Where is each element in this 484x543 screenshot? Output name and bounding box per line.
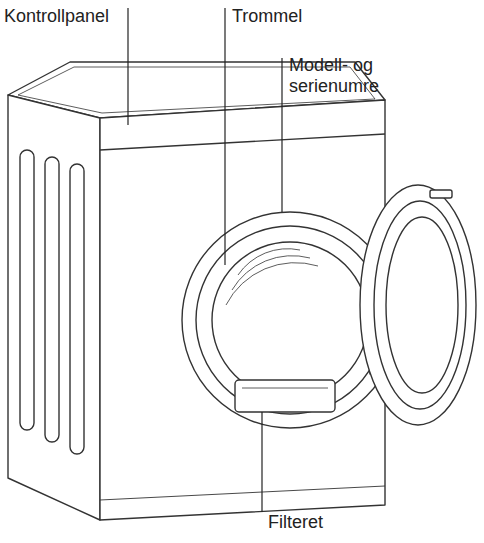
- leader-line: [224, 8, 225, 265]
- drum: [212, 242, 368, 398]
- side-slot: [20, 150, 34, 430]
- part-label: Filteret: [268, 512, 323, 533]
- front-face: [100, 100, 385, 520]
- leader-line: [127, 8, 128, 125]
- side-slot: [45, 157, 59, 442]
- side-face: [8, 95, 100, 520]
- drum-rib: [226, 263, 318, 305]
- drum-rib: [232, 256, 310, 290]
- door-ring-inner: [196, 226, 384, 414]
- control-panel-edge: [100, 134, 385, 150]
- side-slot: [70, 164, 84, 454]
- door-glass-rim: [374, 201, 466, 409]
- part-label: Modell- og serienumre: [289, 55, 419, 96]
- part-label: Kontrollpanel: [4, 6, 109, 27]
- lint-filter: [235, 380, 335, 412]
- door-latch: [430, 190, 452, 198]
- part-label: Trommel: [232, 6, 302, 27]
- drum-rib: [238, 249, 300, 275]
- door: [360, 185, 476, 425]
- door-glass: [386, 217, 458, 393]
- filter-edge: [242, 388, 328, 389]
- leader-line: [261, 412, 262, 512]
- leader-line: [281, 58, 282, 212]
- plinth-edge: [100, 486, 385, 500]
